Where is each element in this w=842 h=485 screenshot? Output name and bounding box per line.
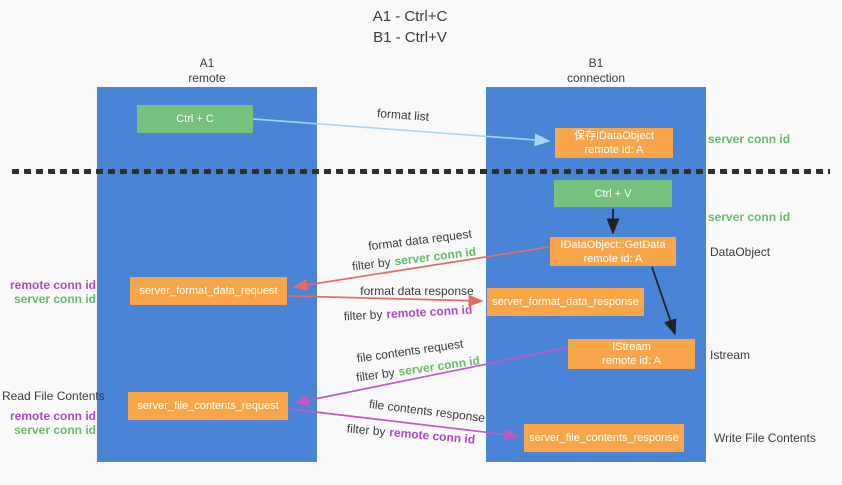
lane-b1-title: B1 [588,56,604,70]
page-title: A1 - Ctrl+C B1 - Ctrl+V [310,6,510,48]
page-title-line2: B1 - Ctrl+V [373,29,447,46]
server-format-data-request-box: server_format_data_request [130,277,287,305]
annotation-server-conn-id-left-top: server conn id [13,292,96,306]
remote-conn-id-text: remote conn id [388,425,476,447]
annotation-remote-conn-id-bottom: remote conn id [9,409,96,423]
annotation-server-conn-id-left-bottom: server conn id [13,423,96,437]
server-file-contents-request-label: server_file_contents_request [137,400,279,412]
getdata-line1: IDataObject::GetData [560,238,666,251]
save-dataobject-line2: remote id: A [584,144,644,156]
ctrl-v-label: Ctrl + V [594,187,632,200]
annotation-read-file-contents: Read File Contents [2,389,105,403]
annotation-server-conn-id-top: server conn id [708,132,791,146]
file-contents-response-label: file contents response [368,396,486,426]
lane-b1-header: B1 connection [536,56,656,86]
server-format-data-response-label: server_format_data_response [492,296,639,308]
remote-conn-id-text: remote conn id [385,302,473,322]
server-format-data-request-label: server_format_data_request [139,285,278,297]
lane-b1-subtitle: connection [566,71,626,85]
page-title-line1: A1 - Ctrl+C [372,8,448,25]
server-format-data-response-box: server_format_data_response [487,288,644,316]
istream-line1: IStream [612,341,651,353]
lane-a1-title: A1 [199,56,215,70]
filter-by-text: filter by [355,365,396,385]
annotation-server-conn-id-mid: server conn id [708,210,791,224]
istream-box: IStream remote id: A [568,339,695,369]
ctrl-v-box: Ctrl + V [554,180,672,207]
filter-by-text: filter by [343,307,383,324]
lane-a1-subtitle: remote [188,71,226,85]
filter-by-text: filter by [346,421,387,439]
lane-a1-header: A1 remote [147,56,267,86]
server-file-contents-request-box: server_file_contents_request [128,392,288,420]
istream-line2: remote id: A [602,355,661,367]
annotation-remote-conn-id-top: remote conn id [9,278,96,292]
annotation-istream: Istream [710,348,751,362]
ctrl-c-label: Ctrl + C [176,113,214,125]
annotation-write-file-contents: Write File Contents [714,431,816,445]
dashed-separator-line [12,169,830,174]
save-dataobject-box: 保存IDataObject remote id: A [555,128,673,158]
ctrl-c-box: Ctrl + C [137,105,253,133]
server-file-contents-response-label: server_file_contents_response [529,432,679,444]
save-dataobject-line1: 保存IDataObject [573,130,655,142]
format-data-response-label: format data response [360,284,474,298]
format-list-label: format list [376,106,430,124]
getdata-box: IDataObject::GetData remote id: A [550,237,676,266]
annotation-dataobject: DataObject [710,245,771,259]
getdata-line2: remote id: A [583,252,643,265]
server-file-contents-response-box: server_file_contents_response [524,424,684,452]
filter-by-text: filter by [351,254,392,274]
